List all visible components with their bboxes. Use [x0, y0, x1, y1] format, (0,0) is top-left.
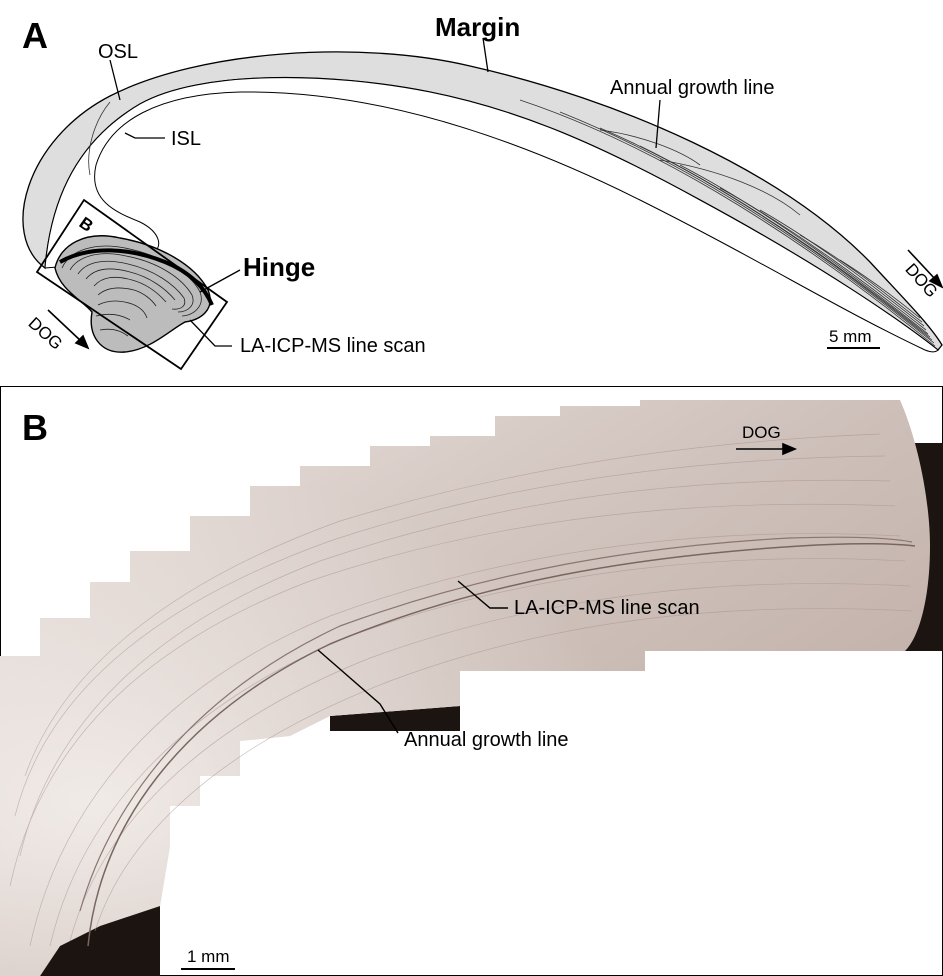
panel-b-dog-label: DOG: [742, 424, 781, 441]
annual-growth-line-label: Annual growth line: [610, 78, 775, 98]
panel-b-annual-growth-line-label: Annual growth line: [404, 730, 569, 750]
osl-label: OSL: [98, 42, 138, 62]
shell-section-drawing: [0, 0, 943, 386]
panel-b-thin-section-photo: B DOG LA-ICP-MS line scan Annual growth …: [0, 386, 943, 976]
margin-label: Margin: [435, 14, 520, 40]
line-scan-label: LA-ICP-MS line scan: [240, 336, 426, 356]
thin-section-photo: [0, 386, 943, 976]
isl-label: ISL: [171, 129, 201, 149]
panel-a-shell-section-drawing: A OSL ISL Margin Annual growth line Hing…: [0, 0, 943, 386]
scale-1mm-label: 1 mm: [187, 948, 230, 965]
panel-b-letter: B: [22, 410, 48, 446]
scale-5mm-label: 5 mm: [829, 328, 872, 345]
hinge-label: Hinge: [243, 254, 315, 280]
panel-a-letter: A: [22, 18, 48, 54]
panel-b-line-scan-label: LA-ICP-MS line scan: [514, 598, 700, 618]
